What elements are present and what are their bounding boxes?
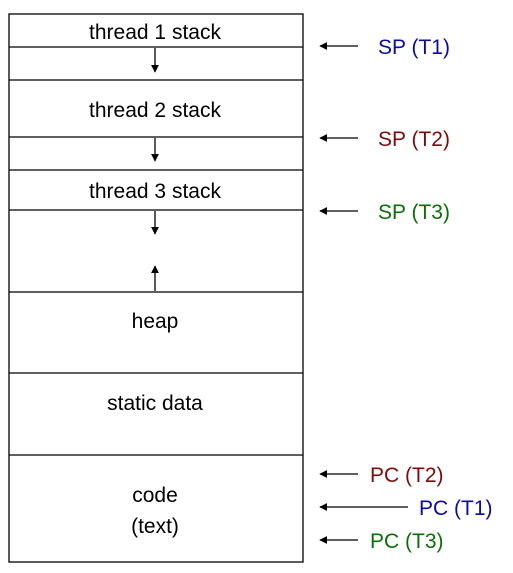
sp-t2-label: SP (T2) xyxy=(378,128,450,151)
pointer-arrows xyxy=(319,42,408,544)
heap-label: heap xyxy=(132,310,179,333)
region-dividers xyxy=(9,46,303,456)
pc-t1-label: PC (T1) xyxy=(419,497,493,520)
sp-t1-label: SP (T1) xyxy=(378,36,450,59)
sp-t3-label: SP (T3) xyxy=(378,201,450,224)
static-data-label: static data xyxy=(107,392,203,415)
text-label: (text) xyxy=(131,515,179,538)
thread2-stack-label: thread 2 stack xyxy=(89,99,221,122)
pc-t3-label: PC (T3) xyxy=(370,530,444,553)
pc-t2-label: PC (T2) xyxy=(370,464,444,487)
memory-frame xyxy=(8,13,304,563)
code-label: code xyxy=(132,484,178,507)
thread3-stack-label: thread 3 stack xyxy=(89,180,221,203)
thread1-stack-label: thread 1 stack xyxy=(89,21,221,44)
